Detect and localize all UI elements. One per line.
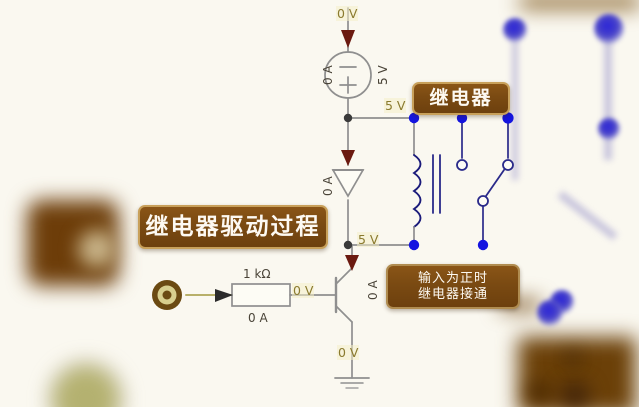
background-blob-dark-spot-a [528, 382, 552, 402]
relay-terminal-coil-bottom [408, 239, 420, 251]
junction-dots [343, 113, 353, 250]
junction-dot-collector-node [343, 240, 353, 250]
background-relay-dot-far-bottom [537, 300, 563, 326]
annotation-emitter-voltage: 0 V [337, 345, 360, 360]
background-relay-wire-left [512, 30, 518, 180]
annotation-source-top-voltage: 0 V [336, 6, 359, 21]
annotation-base-voltage: 0 V [292, 283, 315, 298]
callout-drive-process: 继电器驱动过程 [138, 205, 328, 249]
annotation-resistor-value: 1 kΩ [243, 267, 271, 281]
relay-switch-upper-pivot [502, 159, 514, 171]
current-arrow-collector [345, 255, 359, 271]
relay-terminal-dots [408, 112, 514, 251]
relay-terminal-no-top [456, 112, 468, 124]
current-arrows [215, 30, 359, 302]
annotation-source-value: 5 V [376, 65, 390, 85]
annotation-collector-current: 0 A [366, 280, 380, 300]
relay-switch-blade [485, 169, 505, 197]
input-terminal[interactable] [152, 280, 182, 310]
resistor-body [231, 283, 291, 307]
annotation-diode-current: 0 A [321, 176, 335, 196]
background-relay-dot-mid [598, 118, 620, 140]
junction-dot-supply-node [343, 113, 353, 123]
relay-switch-lower-pivot [477, 195, 489, 207]
background-blob-highlight [78, 230, 116, 268]
relay-coil-winding [412, 154, 422, 228]
current-arrow-diode [341, 150, 355, 166]
background-relay-wire-right [604, 30, 612, 160]
background-blob-top-bar-2 [500, 300, 540, 310]
background-blob-dark-spot-b [560, 382, 590, 407]
callout-relay: 继电器 [412, 82, 510, 115]
background-relay-dot-left [503, 18, 527, 42]
transistor-emitter-lead [335, 305, 353, 323]
input-terminal-center [162, 290, 172, 300]
callout-note: 输入为正时 继电器接通 [386, 264, 520, 309]
relay-terminal-switch-bottom [477, 239, 489, 251]
annotation-node-supply-voltage: 5 V [384, 98, 407, 113]
callout-note-line-2: 继电器接通 [417, 286, 488, 302]
background-blob-top-bar [520, 0, 639, 8]
annotation-source-current: 0 A [321, 65, 335, 85]
relay-terminal-switch-top [502, 112, 514, 124]
background-blob-dark-dot-c [563, 352, 572, 364]
background-relay-dot-right [594, 14, 624, 44]
background-blob-dark-dot-d [573, 352, 582, 364]
transistor-collector-lead [335, 267, 353, 285]
relay-terminal-coil-top [408, 112, 420, 124]
current-arrow-resistor [215, 289, 233, 302]
relay-no-contact-open-point [456, 159, 468, 171]
annotation-node-collector-voltage: 5 V [357, 232, 380, 247]
annotation-resistor-current: 0 A [248, 311, 268, 325]
diode-triangle [331, 169, 365, 198]
current-arrow-source [341, 30, 355, 48]
callout-note-line-1: 输入为正时 [417, 270, 488, 286]
